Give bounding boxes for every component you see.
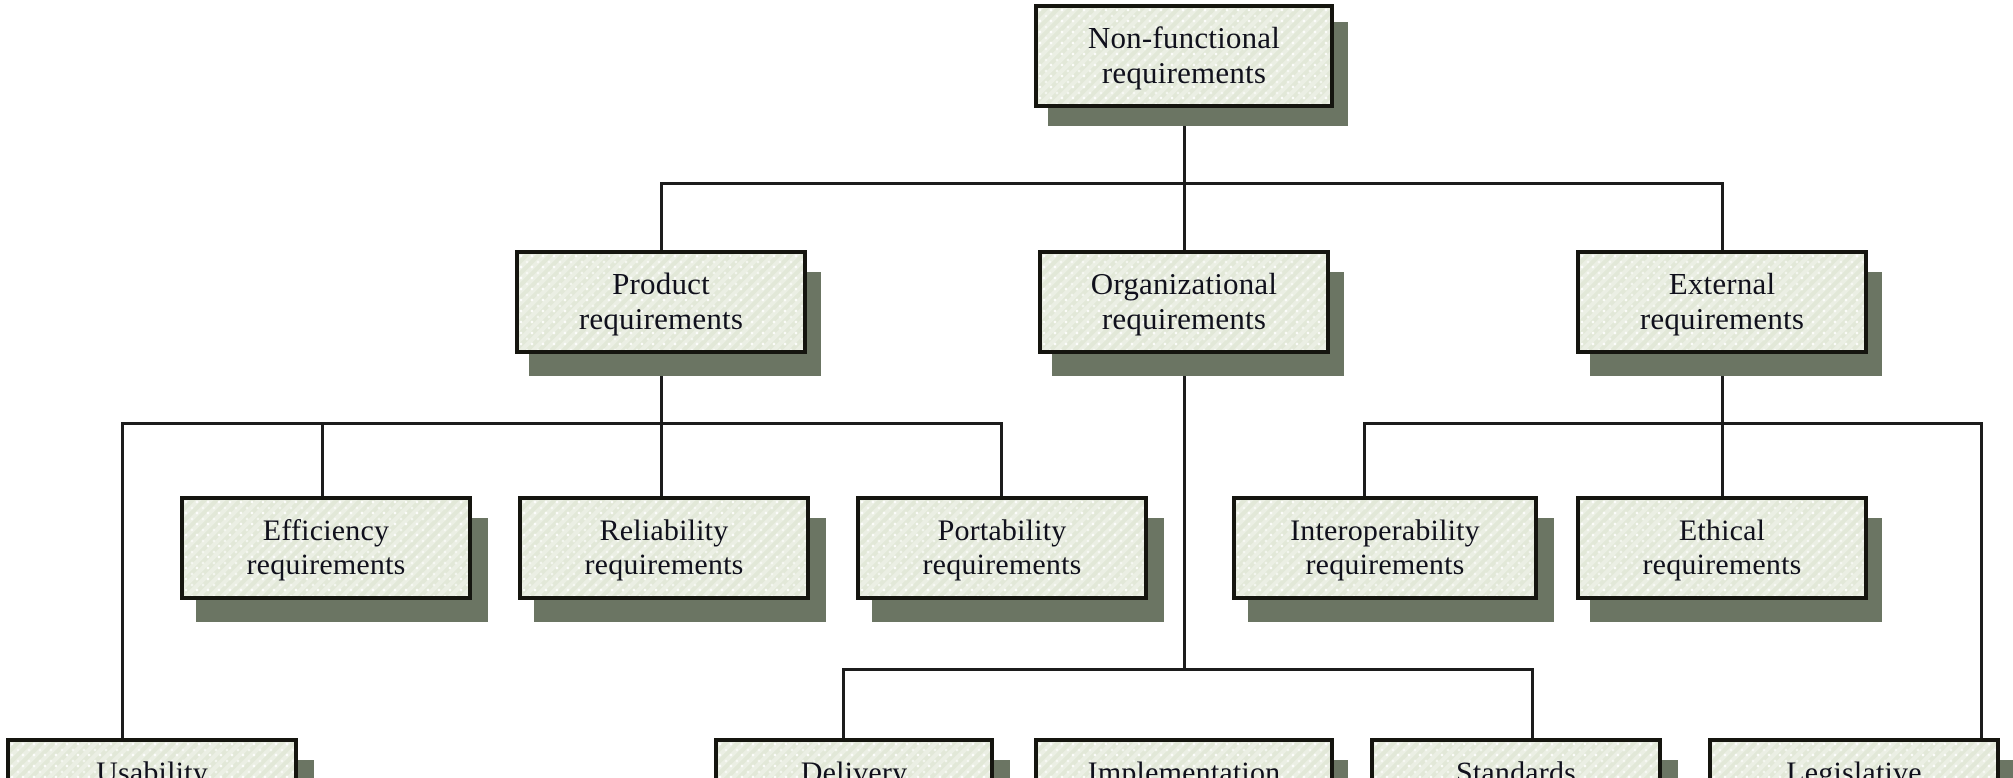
node-product-requirements[interactable]: Product requirements xyxy=(515,250,807,354)
node-label-line1: Non-functional xyxy=(1087,20,1281,56)
node-label-line1: Product xyxy=(612,266,710,302)
node-label-line1: Ethical xyxy=(1678,514,1766,548)
edge-product-stem xyxy=(660,360,663,540)
edge-level2-bus xyxy=(660,182,1724,185)
node-legislative-requirements[interactable]: Legislative requirements xyxy=(1708,738,2000,778)
node-external-requirements[interactable]: External requirements xyxy=(1576,250,1868,354)
node-label-line1: Organizational xyxy=(1090,266,1278,302)
node-portability-requirements[interactable]: Portability requirements xyxy=(856,496,1148,600)
edge-to-efficiency xyxy=(321,422,324,498)
node-label-line2: requirements xyxy=(1305,548,1465,581)
node-label-line1: Usability xyxy=(96,756,208,778)
edge-organizational-stem xyxy=(1183,360,1186,670)
node-label-line1: External xyxy=(1668,266,1776,302)
node-label-line2: requirements xyxy=(1642,548,1802,581)
node-interoperability-requirements[interactable]: Interoperability requirements xyxy=(1232,496,1538,600)
node-label-line1: Interoperability xyxy=(1290,514,1480,548)
node-label-line2: requirements xyxy=(1101,301,1267,336)
node-label-line1: Efficiency xyxy=(262,514,390,548)
node-non-functional-requirements[interactable]: Non-functional requirements xyxy=(1034,4,1334,108)
edge-to-product xyxy=(660,182,663,250)
edge-to-portability xyxy=(1000,422,1003,498)
node-label-line2: requirements xyxy=(578,301,744,336)
node-implementation-requirements[interactable]: Implementation requirements xyxy=(1034,738,1334,778)
node-efficiency-requirements[interactable]: Efficiency requirements xyxy=(180,496,472,600)
edge-to-delivery xyxy=(842,668,845,740)
node-label-line1: Portability xyxy=(937,514,1067,548)
node-label-line2: requirements xyxy=(1639,301,1805,336)
node-delivery-requirements[interactable]: Delivery requirements xyxy=(714,738,994,778)
edge-external-stem xyxy=(1721,360,1724,540)
edge-root-stem xyxy=(1183,108,1186,298)
edge-to-interoperability xyxy=(1363,422,1366,498)
node-label-line1: Reliability xyxy=(599,514,729,548)
node-label-line1: Standards xyxy=(1455,756,1577,778)
edge-to-usability xyxy=(121,422,124,740)
node-organizational-requirements[interactable]: Organizational requirements xyxy=(1038,250,1330,354)
node-label-line1: Legislative xyxy=(1786,756,1922,778)
node-label-line2: requirements xyxy=(584,548,744,581)
node-label-line2: requirements xyxy=(246,548,406,581)
edge-product-bus xyxy=(121,422,1003,425)
edge-external-bus xyxy=(1363,422,1983,425)
edge-to-legislative xyxy=(1980,422,1983,740)
node-standards-requirements[interactable]: Standards requirements xyxy=(1370,738,1662,778)
edge-to-standards xyxy=(1531,668,1534,740)
node-label-line1: Implementation xyxy=(1087,756,1281,778)
node-reliability-requirements[interactable]: Reliability requirements xyxy=(518,496,810,600)
edge-to-external xyxy=(1721,182,1724,250)
node-label-line1: Delivery xyxy=(800,756,908,778)
node-label-line2: requirements xyxy=(1101,55,1267,90)
node-usability-requirements[interactable]: Usability requirements xyxy=(6,738,298,778)
edge-organizational-bus xyxy=(842,668,1534,671)
node-ethical-requirements[interactable]: Ethical requirements xyxy=(1576,496,1868,600)
node-label-line2: requirements xyxy=(922,548,1082,581)
